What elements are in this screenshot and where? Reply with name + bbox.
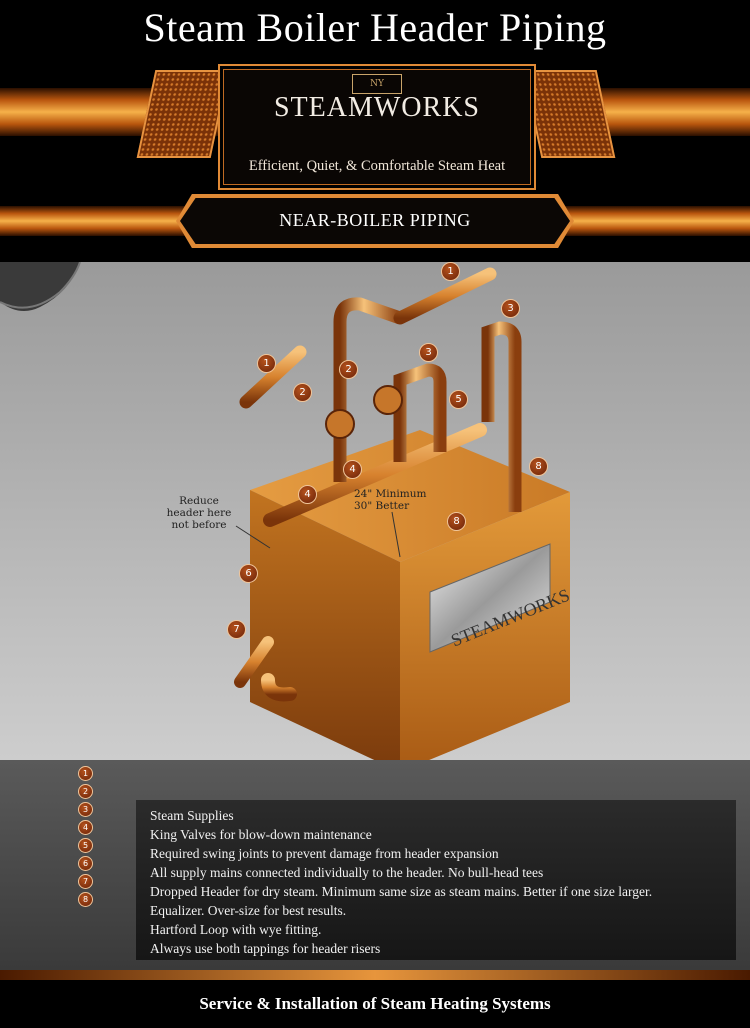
diagram-badge: 2 bbox=[339, 360, 358, 379]
boiler-left-side bbox=[250, 490, 400, 772]
footer-text: Service & Installation of Steam Heating … bbox=[199, 994, 551, 1013]
legend-list: Steam Supplies King Valves for blow-down… bbox=[150, 808, 652, 960]
riser-mid bbox=[333, 297, 403, 482]
logo-box: NY STEAMWORKS Efficient, Quiet, & Comfor… bbox=[218, 64, 536, 190]
tagline: Efficient, Quiet, & Comfortable Steam He… bbox=[248, 158, 506, 174]
legend-item: Required swing joints to prevent damage … bbox=[150, 846, 499, 861]
legend-badge: 7 bbox=[78, 874, 93, 889]
riser-right bbox=[393, 363, 447, 462]
legend-badge: 4 bbox=[78, 820, 93, 835]
diagram-badge: 8 bbox=[529, 457, 548, 476]
riser-far-right bbox=[481, 321, 522, 512]
boiler-nameplate bbox=[429, 543, 551, 653]
diagram-badge: 7 bbox=[227, 620, 246, 639]
annotation-reduce-header: Reduce header here not before bbox=[166, 495, 232, 531]
logo-text: STEAMWORKS bbox=[273, 92, 480, 123]
legend-badge: 3 bbox=[78, 802, 93, 817]
legend-item: King Valves for blow-down maintenance bbox=[150, 827, 372, 842]
copper-band-bottom bbox=[0, 970, 750, 980]
diagram-badge: 5 bbox=[449, 390, 468, 409]
supply-main-left bbox=[239, 345, 307, 409]
hartford-loop-wye bbox=[234, 636, 274, 688]
supply-main-top bbox=[393, 267, 497, 325]
diagram-badge: 4 bbox=[298, 485, 317, 504]
decorative-dot-panel-left bbox=[136, 70, 230, 158]
king-valve-right-icon bbox=[373, 385, 403, 415]
diagram-badge: 8 bbox=[447, 512, 466, 531]
logo-emblem: NY bbox=[352, 74, 402, 94]
legend-item: Dropped Header for dry steam. Minimum sa… bbox=[150, 884, 653, 899]
diagram-badge: 1 bbox=[257, 354, 276, 373]
legend-item: Always use both tappings for header rise… bbox=[150, 941, 381, 956]
legend-item: Steam Supplies bbox=[150, 808, 234, 823]
diagram-badge: 3 bbox=[419, 343, 438, 362]
legend-item: Equalizer. Over-size for best results. bbox=[150, 903, 347, 918]
legend-item: All supply mains connected individually … bbox=[150, 865, 544, 880]
legend-badge: 6 bbox=[78, 856, 93, 871]
near-boiler-piping-diagram: STEAMWORKS bbox=[0, 262, 572, 772]
section-label: NEAR-BOILER PIPING bbox=[279, 210, 471, 230]
diagram-badge: 3 bbox=[501, 299, 520, 318]
page-curl bbox=[0, 262, 80, 311]
diagram-badge: 4 bbox=[343, 460, 362, 479]
equalizer-elbow bbox=[261, 673, 297, 702]
legend-badge: 1 bbox=[78, 766, 93, 781]
legend-badge: 5 bbox=[78, 838, 93, 853]
legend-number-badges: 1 2 3 4 5 6 7 8 bbox=[78, 766, 93, 910]
legend-item: Hartford Loop with wye fitting. bbox=[150, 922, 322, 937]
diagram-badge: 2 bbox=[293, 383, 312, 402]
main-title: Steam Boiler Header Piping bbox=[143, 5, 607, 50]
legend-badge: 2 bbox=[78, 784, 93, 799]
diagram-badge: 1 bbox=[441, 262, 460, 281]
annotation-minimum-height: 24" Minimum 30" Better bbox=[354, 488, 427, 512]
boiler-top bbox=[250, 430, 570, 562]
legend-panel bbox=[136, 800, 736, 960]
king-valve-left-icon bbox=[325, 409, 355, 439]
decorative-dot-panel-right bbox=[522, 70, 616, 158]
section-banner bbox=[180, 198, 570, 244]
diagram-badge: 6 bbox=[239, 564, 258, 583]
legend-badge: 8 bbox=[78, 892, 93, 907]
